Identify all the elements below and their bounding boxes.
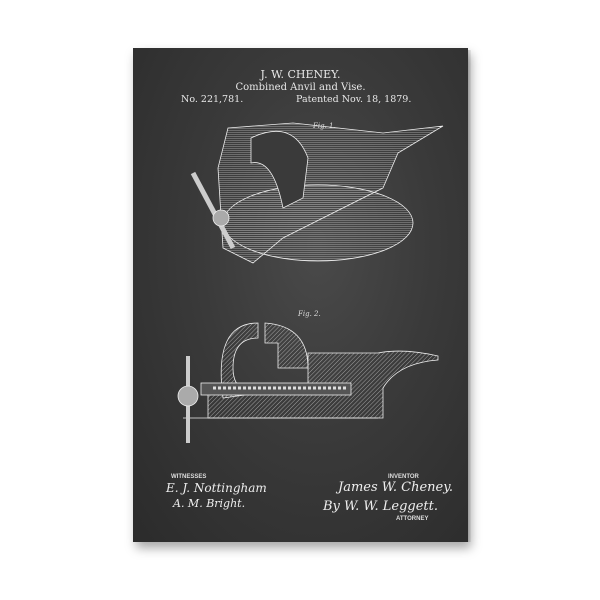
patent-date: Patented Nov. 18, 1879. (296, 94, 412, 105)
patent-canvas-print: J. W. CHENEY. Combined Anvil and Vise. N… (133, 48, 468, 542)
fig2-label: Fig. 2. (297, 310, 321, 318)
inventor-signature: James W. Cheney. (338, 480, 453, 495)
patent-drawings: Fig. 1. Fig. 2. (177, 122, 444, 443)
fig1-label: Fig. 1. (312, 122, 336, 130)
inventor-name: J. W. CHENEY. (260, 68, 341, 81)
witness-2-signature: A. M. Bright. (173, 497, 246, 510)
canvas-side-edge (468, 50, 471, 542)
patent-number: No. 221,781. (181, 94, 244, 105)
fig1-drawing (190, 122, 444, 264)
inventor-label: INVENTOR (388, 474, 419, 480)
attorney-signature: By W. W. Leggett. (323, 499, 438, 514)
fig2-drawing (177, 322, 439, 443)
patent-title: Combined Anvil and Vise. (235, 82, 366, 93)
witness-1-signature: E. J. Nottingham (166, 481, 267, 495)
attorney-label: ATTORNEY (396, 516, 429, 522)
witnesses-label: WITNESSES (171, 474, 207, 480)
